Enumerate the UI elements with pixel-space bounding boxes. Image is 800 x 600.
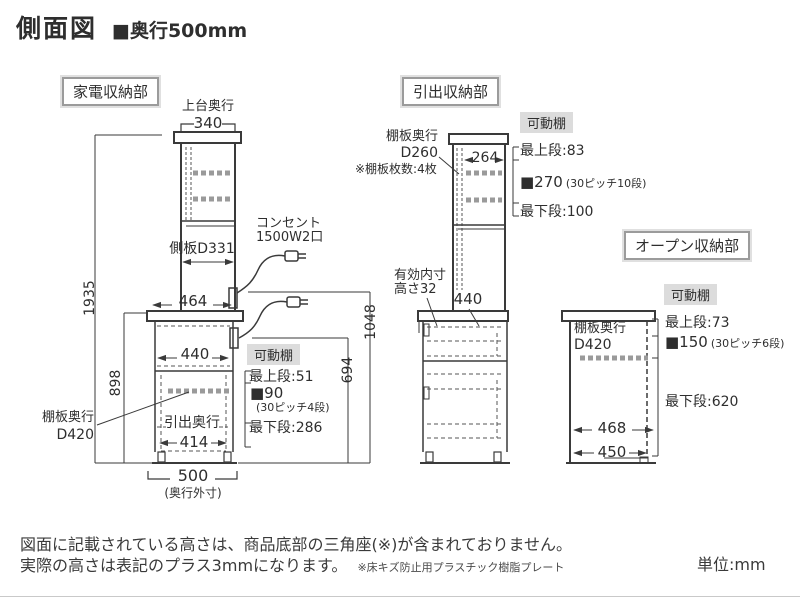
shelf-pitch-drawer-value: ■270 xyxy=(520,173,563,191)
dim-440-drawer: 440 xyxy=(453,290,483,308)
shelf-pitch-drawer-note: (30ピッチ10段) xyxy=(565,177,647,190)
upper-depth-label: 上台奥行 xyxy=(181,99,234,114)
shelf-count-label: ※棚板枚数:4枚 xyxy=(355,162,437,176)
shelf-bottom-appliance: 最下段:286 xyxy=(249,420,323,436)
appliance-unit-drawing xyxy=(94,123,371,480)
shelf-pitch-note-appliance: (30ピッチ4段) xyxy=(256,401,330,414)
dim-1048: 1048 xyxy=(362,304,379,340)
dim-450: 450 xyxy=(597,443,627,461)
footer-note-1: 図面に記載されている高さは、商品底部の三角座(※)が含まれておりません。 xyxy=(20,535,572,554)
shelf-top-drawer: 最上段:83 xyxy=(520,143,585,159)
outlet-label-2: 1500W2口 xyxy=(256,230,324,245)
effective-size-label-2: 高さ32 xyxy=(394,282,437,297)
section-label-appliance: 家電収納部 xyxy=(62,77,160,106)
shelf-depth-label-appliance-1: 棚板奥行 xyxy=(41,410,94,425)
shelf-depth-label-drawer-1: 棚板奥行 xyxy=(385,129,438,144)
dim-264: 264 xyxy=(471,150,499,166)
depth-note: ■奥行500mm xyxy=(112,20,248,42)
dim-500-note: (奥行外寸) xyxy=(164,486,222,500)
side-panel-label: 側板D331 xyxy=(169,241,235,257)
shelf-pitch-open: ■150(30ピッチ6段) xyxy=(665,333,785,351)
shelf-bottom-open: 最下段:620 xyxy=(665,394,739,410)
dim-340: 340 xyxy=(193,114,223,132)
drawer-depth-label: 引出奥行 xyxy=(164,415,220,431)
page-title: 側面図 xyxy=(16,14,98,43)
movable-shelf-badge-appliance: 可動棚 xyxy=(247,344,301,365)
shelf-depth-label-appliance-2: D420 xyxy=(56,427,94,443)
shelf-top-appliance: 最上段:51 xyxy=(249,369,314,385)
dim-414: 414 xyxy=(179,433,209,451)
shelf-bottom-drawer: 最下段:100 xyxy=(520,204,594,220)
dim-500: 500 xyxy=(177,466,209,485)
dim-898: 898 xyxy=(107,369,124,397)
shelf-pitch-drawer: ■270(30ピッチ10段) xyxy=(520,173,647,191)
footer-note-2-sub: ※床キズ防止用プラスチック樹脂プレート xyxy=(357,561,565,574)
dim-468: 468 xyxy=(597,419,627,437)
section-label-open: オープン収納部 xyxy=(624,231,751,260)
shelf-pitch-open-value: ■150 xyxy=(665,333,708,351)
movable-shelf-badge-open: 可動棚 xyxy=(664,284,718,305)
footer-note-2: 実際の高さは表記のプラス3mmになります。 ※床キズ防止用プラスチック樹脂プレート xyxy=(20,556,565,575)
power-plug-icon xyxy=(236,250,306,294)
dim-694: 694 xyxy=(339,356,356,384)
dim-1935: 1935 xyxy=(81,280,98,316)
movable-shelf-badge-drawer: 可動棚 xyxy=(520,112,574,133)
dim-464: 464 xyxy=(178,292,208,310)
outlet-label-1: コンセント xyxy=(256,216,322,231)
drawer-unit-drawing xyxy=(417,133,519,464)
shelf-depth-label-drawer-2: D260 xyxy=(400,145,438,161)
open-unit-drawing xyxy=(561,310,659,464)
shelf-top-open: 最上段:73 xyxy=(665,315,730,331)
shelf-pitch-appliance: ■90 xyxy=(250,384,284,402)
bottom-divider xyxy=(0,596,800,597)
power-plug-icon xyxy=(238,296,308,339)
footer-note-2-main: 実際の高さは表記のプラス3mmになります。 xyxy=(20,556,348,575)
shelf-depth-label-open-2: D420 xyxy=(574,337,612,353)
shelf-depth-label-open-1: 棚板奥行 xyxy=(574,321,627,336)
unit-note: 単位:mm xyxy=(697,555,766,574)
effective-size-label-1: 有効内寸 xyxy=(394,268,447,283)
dim-440-appliance: 440 xyxy=(180,345,210,363)
shelf-pitch-open-note: (30ピッチ6段) xyxy=(710,337,785,350)
section-label-drawer: 引出収納部 xyxy=(402,77,500,106)
